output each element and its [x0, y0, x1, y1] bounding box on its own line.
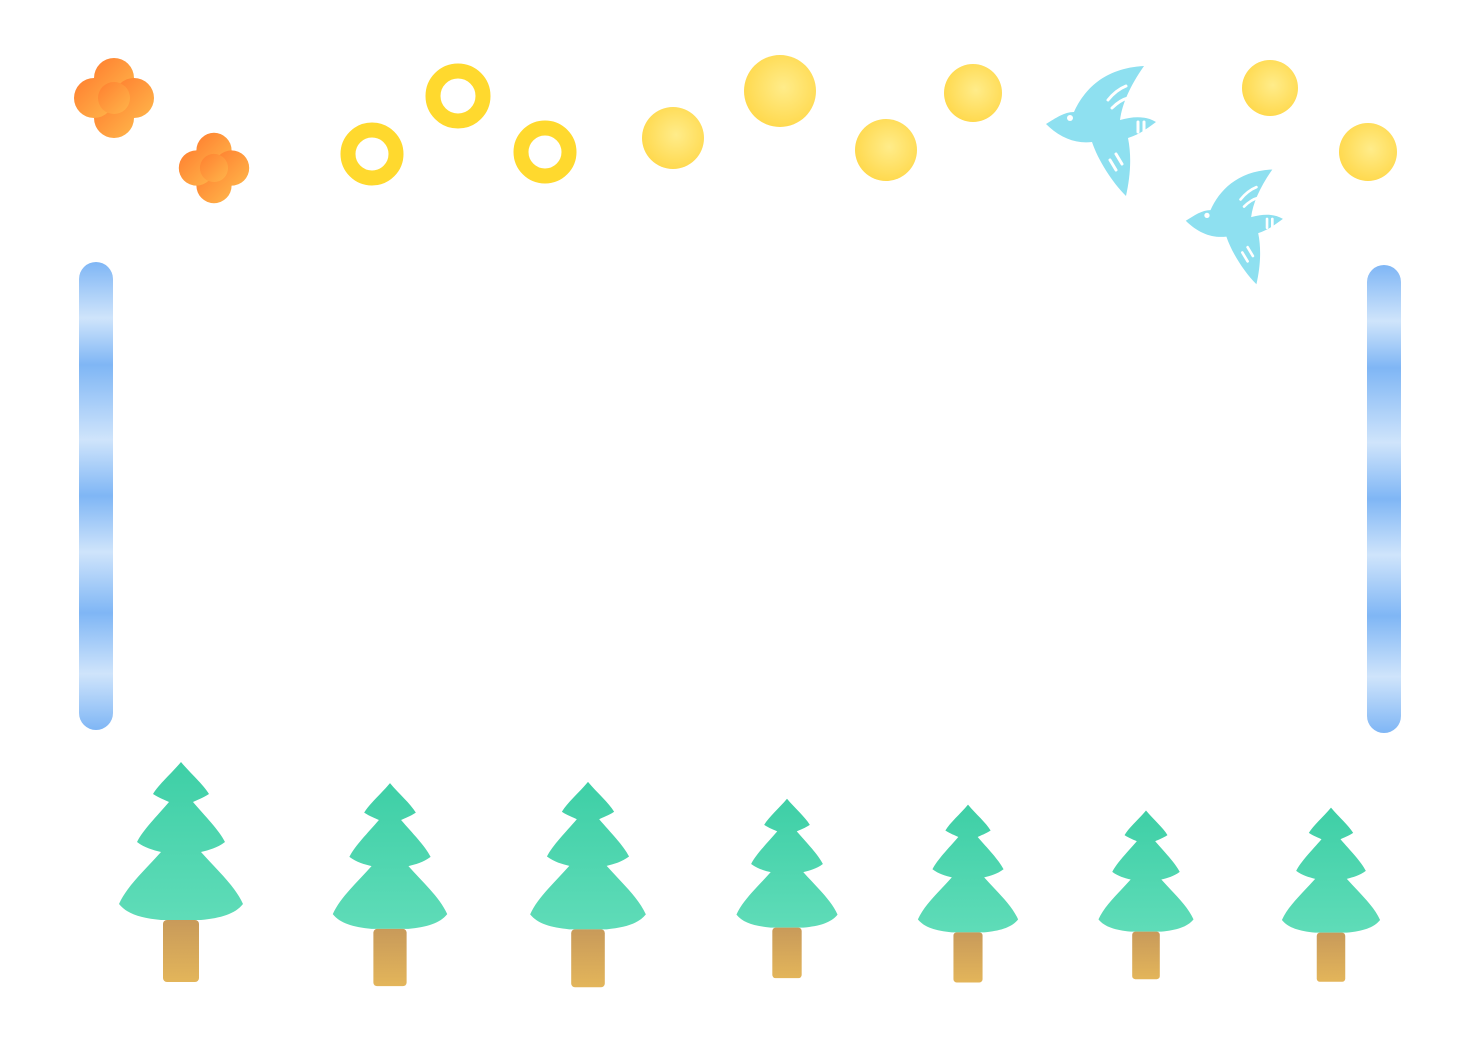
- pine-tree-icon: [332, 783, 448, 987]
- side-pillars: [79, 262, 1401, 733]
- yellow-dot-icon: [1242, 60, 1298, 116]
- yellow-dot-icon: [642, 107, 704, 169]
- bluebird-icon: [1184, 167, 1285, 286]
- clover-flower-icon: [74, 58, 154, 138]
- blue-pillar-left: [79, 262, 113, 730]
- yellow-dot-icon: [744, 55, 816, 127]
- pine-tree-icon: [1281, 807, 1381, 982]
- yellow-dot-icon: [944, 64, 1002, 122]
- pine-tree-icon: [1098, 810, 1194, 980]
- pine-tree-icon: [530, 781, 646, 988]
- yellow-dot-icon: [855, 119, 917, 181]
- yellow-ring-icon: [425, 63, 491, 129]
- top-decorations: [74, 55, 1397, 286]
- yellow-dot-icon: [1339, 123, 1397, 181]
- clover-flower-icon: [178, 132, 250, 204]
- yellow-ring-icon: [513, 120, 577, 184]
- bluebird-icon: [1044, 64, 1158, 198]
- yellow-ring-icon: [340, 122, 404, 186]
- tree-row: [119, 762, 1381, 988]
- pine-tree-icon: [917, 804, 1019, 983]
- blue-pillar-right: [1367, 265, 1401, 733]
- pine-tree-icon: [119, 762, 243, 982]
- pine-tree-icon: [736, 798, 838, 979]
